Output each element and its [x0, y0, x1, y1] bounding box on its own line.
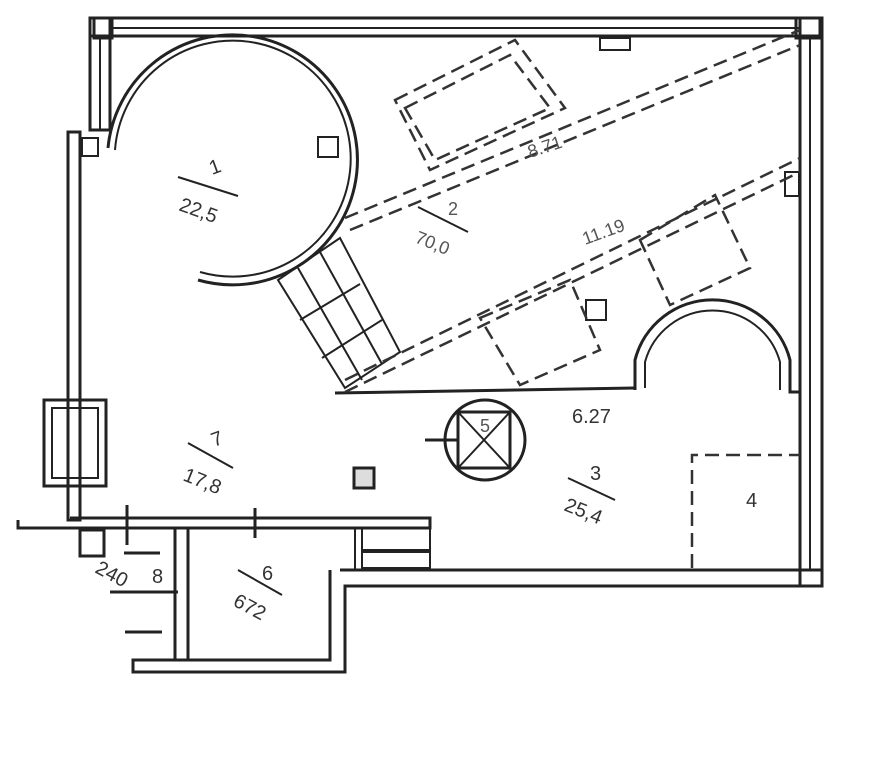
skylights: [344, 28, 801, 394]
room-8-number: 8: [152, 566, 163, 588]
walls: [16, 16, 824, 674]
corner-column: [92, 16, 114, 40]
column: [784, 171, 800, 197]
room-4-outline: [690, 453, 800, 568]
room-4-number: 4: [746, 490, 757, 512]
room-1-number: 1: [206, 155, 224, 179]
room-5-number: 5: [480, 416, 490, 436]
corner-column: [794, 16, 822, 40]
column: [585, 299, 607, 321]
column: [317, 136, 339, 158]
room-3-area: 25,4: [561, 494, 605, 529]
dimension-6-27: 6.27: [572, 406, 611, 428]
room-6-number: 6: [262, 563, 273, 585]
room-7-area: 17,8: [180, 464, 224, 499]
room-3-number: 3: [590, 463, 601, 485]
room-6-area: 672: [230, 590, 270, 625]
room-1-area: 22,5: [176, 194, 220, 228]
room-2-number: 2: [448, 199, 458, 219]
window: [42, 398, 108, 488]
dimension-8-71: 8.71: [525, 132, 565, 162]
dimension-240: 240: [92, 557, 132, 592]
round-room-wall: [106, 33, 359, 287]
dimension-ticks: [110, 505, 257, 634]
column: [599, 37, 631, 51]
dimension-11-19: 11.19: [580, 215, 628, 249]
column: [352, 466, 376, 490]
staircase: [276, 236, 402, 390]
room-7-number: 7: [208, 427, 226, 451]
room-2-area: 70,0: [413, 227, 453, 259]
arch: [633, 298, 800, 394]
room-5-elevator: [425, 398, 527, 482]
